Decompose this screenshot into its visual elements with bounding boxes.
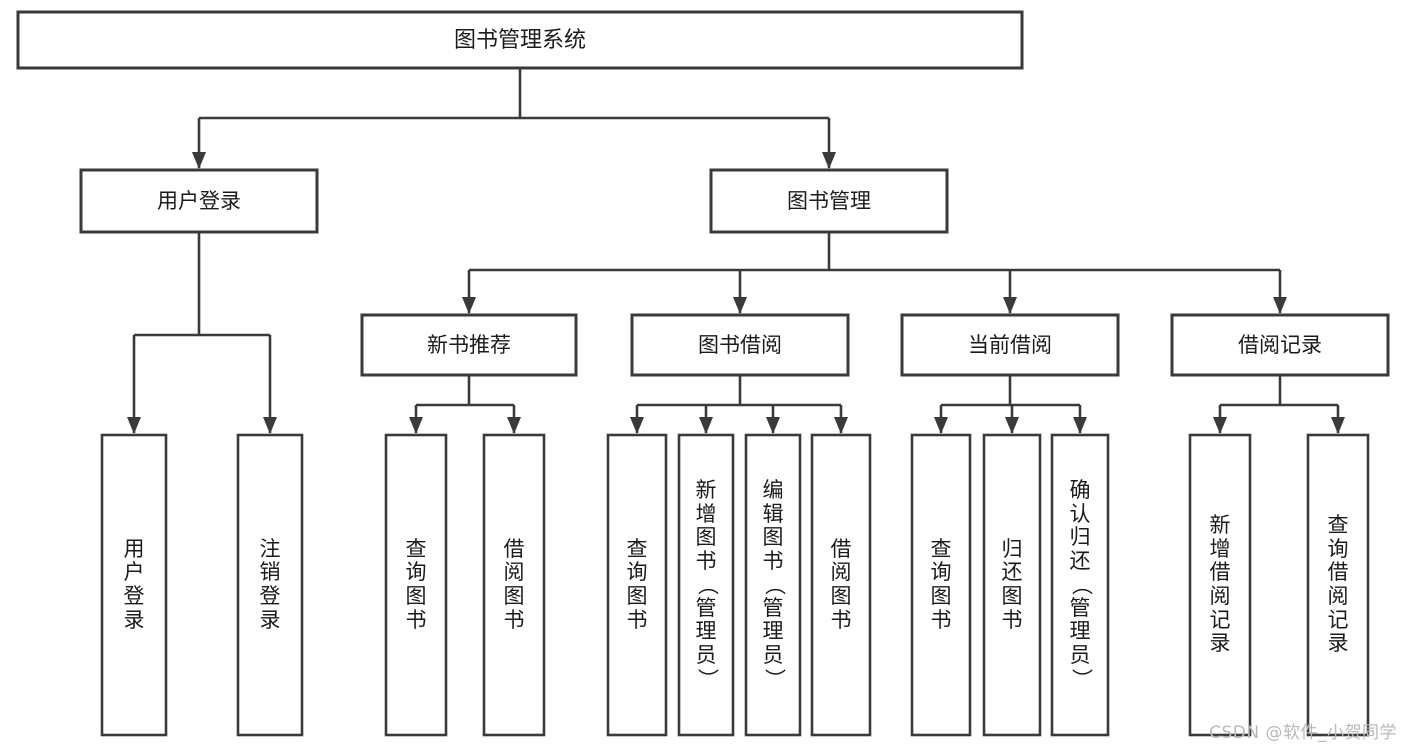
arrow-head-icon bbox=[733, 297, 747, 314]
arrow-head-icon bbox=[263, 417, 277, 434]
node-label-level3-0: 新书推荐 bbox=[427, 333, 511, 357]
node-box-level2-0[interactable] bbox=[79, 168, 319, 234]
arrow-head-icon bbox=[630, 417, 644, 434]
node-box-leaf-10[interactable] bbox=[1050, 433, 1110, 737]
node-box-leaf-7[interactable] bbox=[810, 433, 872, 737]
arrow-head-icon bbox=[507, 417, 521, 434]
node-label-level3-3: 借阅记录 bbox=[1238, 333, 1322, 357]
arrow-head-icon bbox=[462, 297, 476, 314]
arrow-head-icon bbox=[934, 417, 948, 434]
node-box-root[interactable] bbox=[16, 10, 1024, 70]
node-label-level2-1: 图书管理 bbox=[787, 189, 871, 213]
arrow-head-icon bbox=[1005, 417, 1019, 434]
arrow-head-icon bbox=[1073, 417, 1087, 434]
node-box-leaf-3[interactable] bbox=[482, 433, 546, 737]
arrow-head-icon bbox=[822, 152, 836, 169]
node-box-leaf-2[interactable] bbox=[384, 433, 448, 737]
arrow-head-icon bbox=[1273, 297, 1287, 314]
node-box-leaf-5[interactable] bbox=[677, 433, 735, 737]
arrow-head-icon bbox=[766, 417, 780, 434]
node-box-leaf-0[interactable] bbox=[100, 433, 168, 737]
arrow-head-icon bbox=[1331, 417, 1345, 434]
node-box-layer bbox=[16, 10, 1390, 737]
node-box-leaf-4[interactable] bbox=[606, 433, 668, 737]
arrow-head-icon bbox=[1213, 417, 1227, 434]
arrow-head-icon bbox=[127, 417, 141, 434]
node-box-level3-0[interactable] bbox=[360, 313, 578, 377]
node-box-level3-1[interactable] bbox=[630, 313, 850, 377]
node-box-leaf-1[interactable] bbox=[236, 433, 304, 737]
arrow-head-icon bbox=[1003, 297, 1017, 314]
arrow-head-icon bbox=[699, 417, 713, 434]
arrow-head-icon bbox=[192, 152, 206, 169]
node-label-level3-1: 图书借阅 bbox=[698, 333, 782, 357]
node-box-leaf-12[interactable] bbox=[1306, 433, 1370, 737]
node-box-leaf-8[interactable] bbox=[910, 433, 972, 737]
node-box-leaf-6[interactable] bbox=[744, 433, 802, 737]
connector-layer bbox=[127, 68, 1345, 434]
node-box-leaf-11[interactable] bbox=[1188, 433, 1252, 737]
node-box-level2-1[interactable] bbox=[709, 168, 949, 234]
node-box-level3-2[interactable] bbox=[900, 313, 1120, 377]
node-label-level2-0: 用户登录 bbox=[157, 189, 241, 213]
arrow-head-icon bbox=[834, 417, 848, 434]
arrow-head-icon bbox=[409, 417, 423, 434]
node-label-level3-2: 当前借阅 bbox=[968, 333, 1052, 357]
node-box-level3-3[interactable] bbox=[1170, 313, 1390, 377]
node-box-leaf-9[interactable] bbox=[982, 433, 1042, 737]
node-label-root: 图书管理系统 bbox=[454, 28, 586, 53]
